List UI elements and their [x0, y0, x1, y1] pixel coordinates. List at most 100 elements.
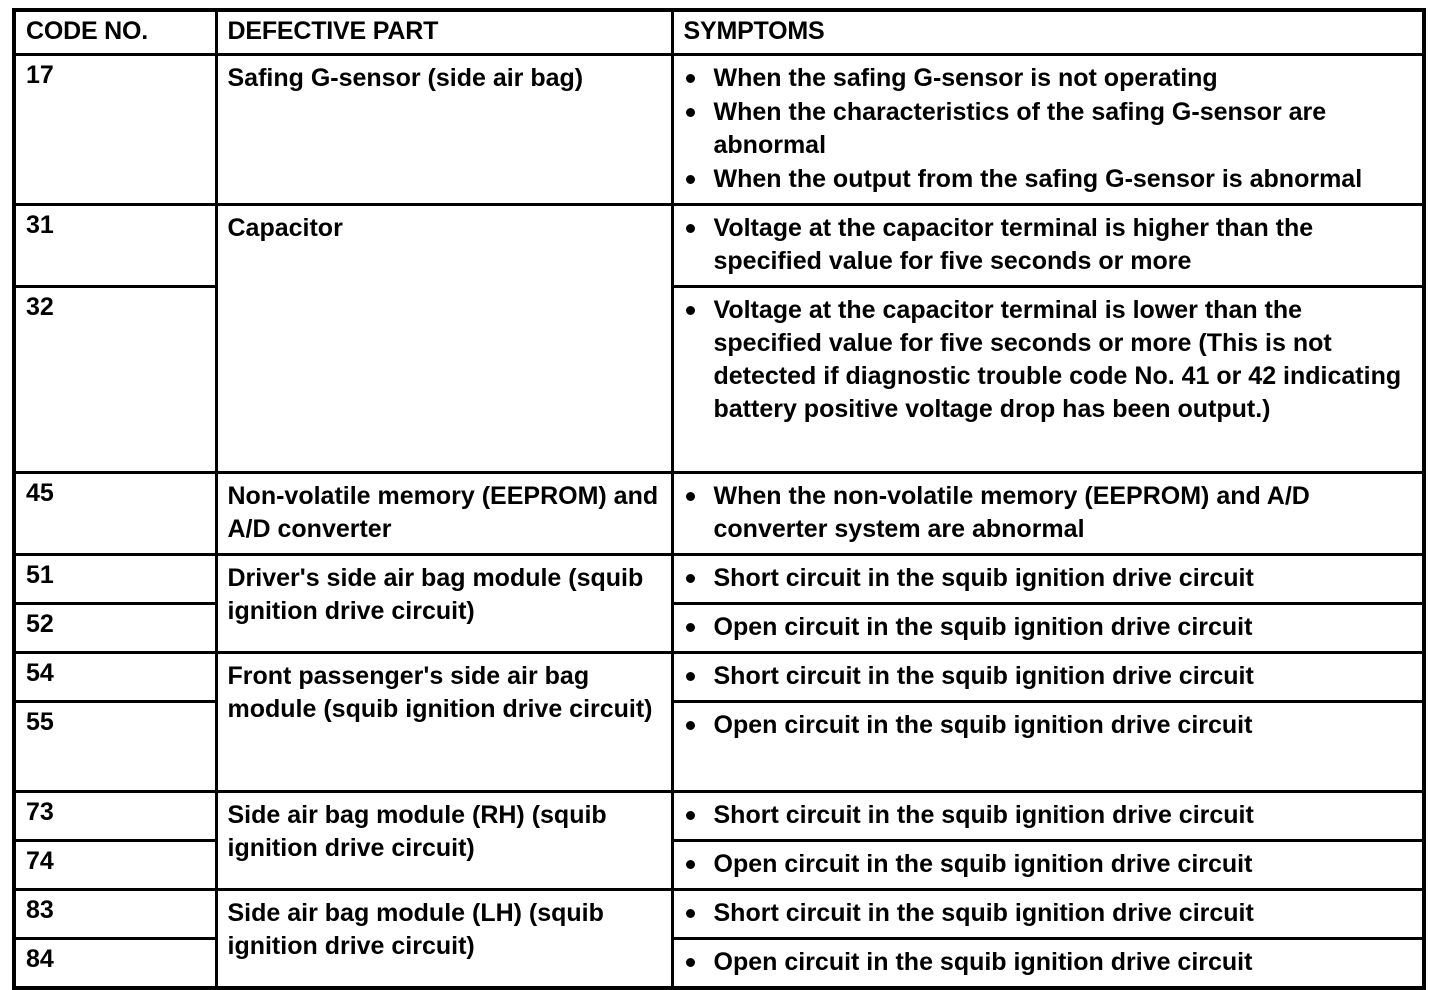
bullet-icon — [685, 306, 695, 315]
cell-symptoms: When the non-volatile memory (EEPROM) an… — [670, 471, 1426, 556]
cell-symptoms: When the safing G-sensor is not operatin… — [670, 53, 1426, 206]
symptom-text: Voltage at the capacitor terminal is low… — [713, 296, 1402, 423]
bullet-icon — [685, 74, 695, 83]
cell-symptoms: Short circuit in the squib ignition driv… — [670, 553, 1426, 605]
bullet-icon — [685, 574, 695, 583]
symptom-text: Open circuit in the squib ignition drive… — [713, 850, 1253, 878]
symptom-text: When the non-volatile memory (EEPROM) an… — [713, 482, 1310, 543]
symptom-text: Short circuit in the squib ignition driv… — [713, 899, 1254, 927]
bullet-icon — [685, 672, 695, 681]
symptom-list: Short circuit in the squib ignition driv… — [682, 799, 1417, 832]
table-row: 31 Capacitor Voltage at the capacitor te… — [12, 203, 1426, 474]
symptom-item: When the safing G-sensor is not operatin… — [682, 62, 1417, 95]
cell-defective-part: Side air bag module (LH) (squib ignition… — [214, 888, 674, 990]
symptom-list: Open circuit in the squib ignition drive… — [682, 848, 1417, 881]
bullet-icon — [685, 811, 695, 820]
symptom-list: Voltage at the capacitor terminal is low… — [682, 294, 1417, 426]
symptom-list: When the safing G-sensor is not operatin… — [682, 62, 1417, 196]
cell-defective-part: Side air bag module (RH) (squib ignition… — [214, 790, 674, 891]
bullet-icon — [685, 175, 695, 184]
symptom-list: Short circuit in the squib ignition driv… — [682, 897, 1417, 930]
symptom-item: Open circuit in the squib ignition drive… — [682, 611, 1417, 644]
symptom-list: Open circuit in the squib ignition drive… — [682, 709, 1417, 742]
symptom-text: Open circuit in the squib ignition drive… — [713, 948, 1253, 976]
symptom-text: Short circuit in the squib ignition driv… — [713, 662, 1254, 690]
symptom-item: Short circuit in the squib ignition driv… — [682, 562, 1417, 595]
symptom-text: Short circuit in the squib ignition driv… — [713, 801, 1254, 829]
symptom-item: Short circuit in the squib ignition driv… — [682, 660, 1417, 693]
cell-code-no: 51 — [12, 553, 218, 605]
table-row: 32 Voltage at the capacitor terminal is … — [12, 285, 1426, 474]
symptom-text: Open circuit in the squib ignition drive… — [713, 613, 1253, 641]
cell-code-no: 17 — [12, 53, 218, 206]
bullet-icon — [685, 108, 695, 117]
table-row: 83 Side air bag module (LH) (squib ignit… — [12, 888, 1426, 990]
cell-code-no: 73 — [12, 790, 218, 842]
bullet-icon — [685, 721, 695, 730]
table-body: 17 Safing G-sensor (side air bag) When t… — [12, 53, 1426, 990]
cell-code-no: 31 — [12, 203, 218, 288]
cell-symptoms: Open circuit in the squib ignition drive… — [670, 937, 1426, 990]
table-row: 51 Driver's side air bag module (squib i… — [12, 553, 1426, 654]
cell-symptoms: Short circuit in the squib ignition driv… — [670, 790, 1426, 842]
table-row: 73 Side air bag module (RH) (squib ignit… — [12, 790, 1426, 891]
bullet-icon — [685, 958, 695, 967]
page-sheet: CODE NO. DEFECTIVE PART SYMPTOMS 17 Safi… — [12, 8, 1426, 990]
cell-defective-part: Front passenger's side air bag module (s… — [214, 651, 674, 793]
cell-code-no: 74 — [12, 839, 218, 891]
bullet-icon — [685, 860, 695, 869]
cell-symptoms: Open circuit in the squib ignition drive… — [670, 602, 1426, 654]
cell-code-no: 32 — [12, 285, 218, 474]
cell-symptoms: Short circuit in the squib ignition driv… — [670, 888, 1426, 940]
cell-code-no: 45 — [12, 471, 218, 556]
cell-symptoms: Open circuit in the squib ignition drive… — [670, 700, 1426, 793]
header-row: CODE NO. DEFECTIVE PART SYMPTOMS — [12, 8, 1426, 56]
cell-code-no: 55 — [12, 700, 218, 793]
symptom-text: When the safing G-sensor is not operatin… — [713, 64, 1218, 92]
cell-defective-part: Non-volatile memory (EEPROM) and A/D con… — [214, 471, 674, 556]
symptom-item: When the output from the safing G-sensor… — [682, 163, 1417, 196]
column-header-code-no: CODE NO. — [12, 8, 218, 56]
symptom-item: Open circuit in the squib ignition drive… — [682, 946, 1417, 979]
symptom-list: Voltage at the capacitor terminal is hig… — [682, 212, 1417, 278]
column-header-symptoms: SYMPTOMS — [670, 8, 1426, 56]
symptom-list: Open circuit in the squib ignition drive… — [682, 946, 1417, 979]
column-header-defective-part: DEFECTIVE PART — [214, 8, 674, 56]
symptom-item: Open circuit in the squib ignition drive… — [682, 709, 1417, 742]
symptom-item: When the characteristics of the safing G… — [682, 96, 1417, 162]
symptom-item: When the non-volatile memory (EEPROM) an… — [682, 480, 1417, 546]
bullet-icon — [685, 492, 695, 501]
symptom-item: Short circuit in the squib ignition driv… — [682, 897, 1417, 930]
table-row: 74 Open circuit in the squib ignition dr… — [12, 839, 1426, 891]
cell-defective-part: Safing G-sensor (side air bag) — [214, 53, 674, 206]
symptom-list: When the non-volatile memory (EEPROM) an… — [682, 480, 1417, 546]
symptom-list: Short circuit in the squib ignition driv… — [682, 660, 1417, 693]
cell-symptoms: Open circuit in the squib ignition drive… — [670, 839, 1426, 891]
symptom-text: Short circuit in the squib ignition driv… — [713, 564, 1254, 592]
bullet-icon — [685, 909, 695, 918]
cell-code-no: 84 — [12, 937, 218, 990]
bullet-icon — [685, 224, 695, 233]
table-row: 45 Non-volatile memory (EEPROM) and A/D … — [12, 471, 1426, 556]
cell-symptoms: Short circuit in the squib ignition driv… — [670, 651, 1426, 703]
cell-symptoms: Voltage at the capacitor terminal is hig… — [670, 203, 1426, 288]
symptom-text: Voltage at the capacitor terminal is hig… — [713, 214, 1314, 275]
table-row: 52 Open circuit in the squib ignition dr… — [12, 602, 1426, 654]
cell-defective-part: Driver's side air bag module (squib igni… — [214, 553, 674, 654]
table-row: 17 Safing G-sensor (side air bag) When t… — [12, 53, 1426, 206]
table-row: 55 Open circuit in the squib ignition dr… — [12, 700, 1426, 793]
symptom-text: Open circuit in the squib ignition drive… — [713, 711, 1253, 739]
bullet-icon — [685, 623, 695, 632]
symptom-item: Short circuit in the squib ignition driv… — [682, 799, 1417, 832]
cell-symptoms: Voltage at the capacitor terminal is low… — [670, 285, 1426, 474]
cell-code-no: 52 — [12, 602, 218, 654]
symptom-item: Voltage at the capacitor terminal is low… — [682, 294, 1417, 426]
symptom-list: Open circuit in the squib ignition drive… — [682, 611, 1417, 644]
symptom-item: Voltage at the capacitor terminal is hig… — [682, 212, 1417, 278]
symptom-list: Short circuit in the squib ignition driv… — [682, 562, 1417, 595]
symptom-item: Open circuit in the squib ignition drive… — [682, 848, 1417, 881]
cell-code-no: 54 — [12, 651, 218, 703]
cell-code-no: 83 — [12, 888, 218, 940]
table-header: CODE NO. DEFECTIVE PART SYMPTOMS — [12, 8, 1426, 56]
cell-defective-part: Capacitor — [214, 203, 674, 474]
